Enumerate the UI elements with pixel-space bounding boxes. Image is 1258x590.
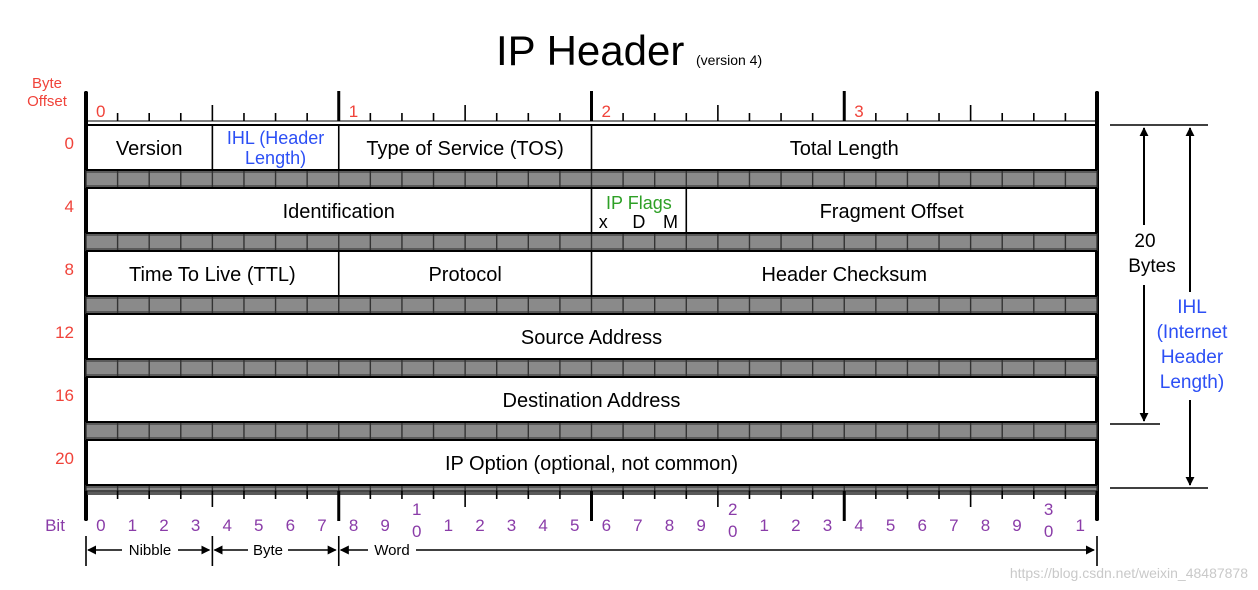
bit-number: 2 <box>728 500 737 519</box>
bit-number: 2 <box>159 516 168 535</box>
field-label: Protocol <box>428 264 501 286</box>
field-label: Identification <box>283 201 395 223</box>
twenty-bytes-label: Bytes <box>1128 256 1176 277</box>
field-label: Fragment Offset <box>820 201 965 223</box>
bit-number: 9 <box>696 516 705 535</box>
ihl-side-label: Header <box>1161 347 1224 368</box>
flag-bit-label: x <box>599 212 608 232</box>
bit-number: 9 <box>1012 516 1021 535</box>
bit-number: 6 <box>286 516 295 535</box>
field-label: Length) <box>245 148 306 168</box>
byte-scale-label: Byte <box>253 542 283 559</box>
watermark-text: https://blog.csdn.net/weixin_48487878 <box>1010 565 1248 581</box>
bit-number: 5 <box>570 516 579 535</box>
bit-number: 1 <box>444 516 453 535</box>
field-label: Version <box>116 138 183 160</box>
bit-number: 4 <box>538 516 547 535</box>
bit-number: 1 <box>1075 516 1084 535</box>
bit-number: 0 <box>412 522 421 541</box>
bit-number: 1 <box>412 500 421 519</box>
ihl-side-label: Length) <box>1160 372 1224 393</box>
byte-offset-number: 20 <box>55 449 74 468</box>
bit-number: 6 <box>918 516 927 535</box>
bit-number: 3 <box>507 516 516 535</box>
flag-bit-label: D <box>632 212 645 232</box>
bit-number: 2 <box>475 516 484 535</box>
diagram-subtitle: (version 4) <box>696 52 762 68</box>
field-label: Destination Address <box>503 390 681 412</box>
twenty-bytes-label: 20 <box>1134 231 1155 252</box>
byte-marker-label: 0 <box>96 102 105 121</box>
word-scale-label: Word <box>374 542 410 559</box>
byte-offset-number: 4 <box>65 197 74 216</box>
bit-number: 6 <box>602 516 611 535</box>
byte-marker-label: 2 <box>602 102 611 121</box>
byte-offset-number: 8 <box>65 260 74 279</box>
diagram-title: IP Header <box>496 27 684 74</box>
title-group: IP Header (version 4) <box>496 27 762 74</box>
byte-offset-number: 0 <box>65 134 74 153</box>
bit-number: 7 <box>949 516 958 535</box>
field-label: Total Length <box>790 138 899 160</box>
bit-number: 3 <box>1044 500 1053 519</box>
bit-number: 5 <box>254 516 263 535</box>
ihl-side-label: IHL <box>1177 297 1207 318</box>
bit-number: 0 <box>96 516 105 535</box>
bit-number: 0 <box>1044 522 1053 541</box>
field-label: IHL (Header <box>227 128 324 148</box>
bit-number: 0 <box>728 522 737 541</box>
byte-marker-label: 1 <box>349 102 358 121</box>
flag-bit-label: M <box>663 212 678 232</box>
bit-label: Bit <box>45 516 65 535</box>
field-label: Source Address <box>521 327 662 349</box>
bit-number: 8 <box>665 516 674 535</box>
field-label: IP Option (optional, not common) <box>445 453 738 475</box>
bit-number: 1 <box>128 516 137 535</box>
bit-number: 4 <box>854 516 863 535</box>
bit-number: 2 <box>791 516 800 535</box>
bit-number: 3 <box>191 516 200 535</box>
byte-offset-label-line-2: Offset <box>27 93 68 110</box>
bit-number: 8 <box>981 516 990 535</box>
field-label: Header Checksum <box>761 264 927 286</box>
field-label: Time To Live (TTL) <box>129 264 296 286</box>
byte-offset-label-line-1: Byte <box>32 75 62 92</box>
ihl-side-label: (Internet <box>1157 322 1228 343</box>
bit-number: 7 <box>317 516 326 535</box>
bit-number: 5 <box>886 516 895 535</box>
bit-number: 1 <box>760 516 769 535</box>
bit-number: 8 <box>349 516 358 535</box>
bit-number: 9 <box>380 516 389 535</box>
bit-number: 3 <box>823 516 832 535</box>
byte-marker-label: 3 <box>854 102 863 121</box>
byte-offset-number: 16 <box>55 386 74 405</box>
nibble-scale-label: Nibble <box>129 542 172 559</box>
field-label: IP Flags <box>606 193 672 213</box>
byte-offset-number: 12 <box>55 323 74 342</box>
bit-number: 7 <box>633 516 642 535</box>
byte-offset-labels: Byte Offset <box>27 75 68 110</box>
bit-number: 4 <box>222 516 231 535</box>
field-label: Type of Service (TOS) <box>366 138 563 160</box>
